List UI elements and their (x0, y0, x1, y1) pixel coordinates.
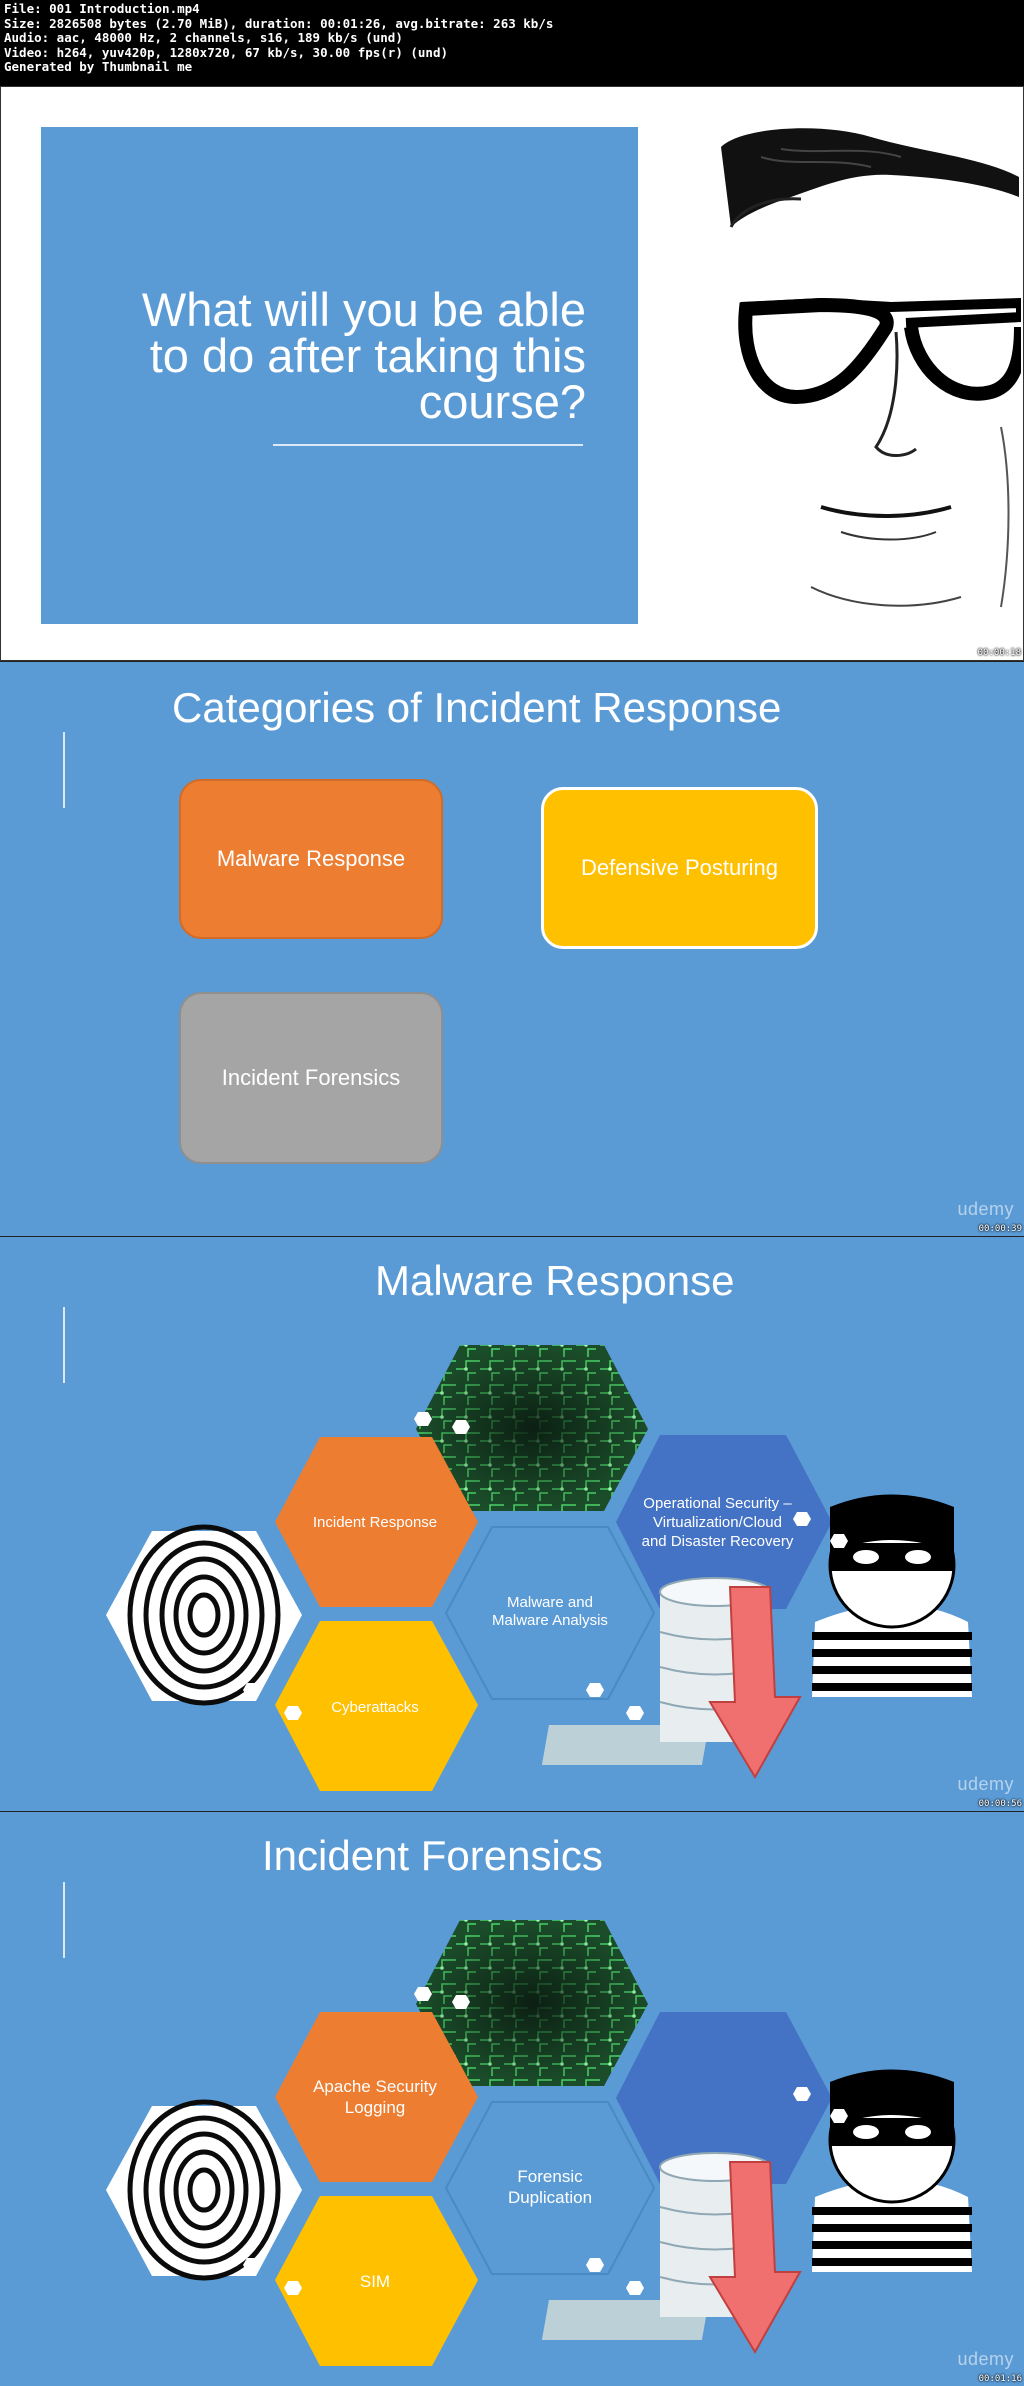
hex-label-malware-analysis: Malware and Malware Analysis (492, 1594, 608, 1629)
malware-analysis-hexagon (444, 1526, 656, 1700)
robber-icon (812, 1494, 972, 1697)
fingerprint-hexagon (106, 1524, 302, 1706)
hex-label-sim: SIM (359, 2272, 391, 2291)
left-accent-bar (63, 732, 65, 808)
apache-logging-hexagon (275, 2012, 478, 2182)
udemy-watermark: udemy (957, 1774, 1014, 1794)
empty-blue-hexagon (616, 2012, 832, 2184)
database-icon (541, 1577, 802, 1779)
fingerprint-hexagon (106, 2099, 302, 2281)
opsec-hexagon (616, 1435, 832, 1609)
file-info-header: File: 001 Introduction.mp4 Size: 2826508… (0, 0, 1024, 86)
slide-categories: Categories of Incident Response Malware … (0, 661, 1024, 1236)
sim-hexagon (275, 2196, 478, 2366)
slide-incident-forensics: Incident Forensics Apache Security Loggi… (0, 1811, 1024, 2386)
left-accent-bar (63, 1307, 65, 1383)
cyberattacks-hexagon (275, 1621, 478, 1791)
robber-icon (812, 2069, 972, 2272)
slide-intro: What will you be able to do after taking… (0, 86, 1024, 661)
udemy-watermark: udemy (957, 2349, 1014, 2369)
hex-label-forensic-duplication: Forensic Duplication (507, 2167, 593, 2207)
title-box: What will you be able to do after taking… (41, 127, 638, 624)
defensive-posturing-box: Defensive Posturing (541, 787, 818, 949)
generator-info: Generated by Thumbnail me (4, 59, 193, 75)
slide-title: Incident Forensics (262, 1832, 603, 1879)
audio-info: Audio: aac, 48000 Hz, 2 channels, s16, 1… (4, 30, 403, 46)
left-accent-bar (63, 1882, 65, 1958)
timestamp: 00:00:56 (978, 1799, 1022, 1809)
connector-dots (243, 1987, 848, 2295)
file-size: Size: 2826508 bytes (2.70 MiB), duration… (4, 15, 554, 31)
timestamp: 00:00:18 (977, 648, 1021, 658)
malware-response-box: Malware Response (179, 779, 443, 939)
slide-title: Malware Response (375, 1257, 735, 1304)
slide-title: Categories of Incident Response (172, 684, 782, 731)
udemy-watermark: udemy (957, 1199, 1014, 1219)
hexagon-diagram (106, 1345, 972, 1791)
title-underline (273, 444, 583, 446)
incident-forensics-box: Incident Forensics (179, 992, 443, 1164)
forensic-duplication-hexagon (444, 2101, 656, 2275)
timestamp: 00:00:39 (978, 1224, 1022, 1234)
circuit-hexagon (416, 1345, 648, 1511)
hex-label-opsec: Operational Security – Virtualization/Cl… (641, 1494, 794, 1550)
intro-title: What will you be able to do after taking… (141, 283, 586, 428)
hex-label-cyberattacks: Cyberattacks (331, 1698, 419, 1716)
video-info: Video: h264, yuv420p, 1280x720, 67 kb/s,… (4, 44, 449, 60)
file-name: File: 001 Introduction.mp4 (4, 1, 200, 16)
hex-label-incident-response: Incident Response (312, 1513, 438, 1531)
hex-label-apache-logging: Apache Security Logging (313, 2077, 437, 2117)
connector-dots (243, 1412, 848, 1720)
database-icon (541, 2152, 802, 2354)
hexagon-diagram (106, 1920, 972, 2366)
timestamp: 00:01:16 (978, 2374, 1022, 2384)
slide-malware-response: Malware Response Incident Response Opera… (0, 1236, 1024, 1811)
circuit-hexagon (416, 1920, 648, 2086)
incident-response-hexagon (275, 1437, 478, 1607)
glasses-face-image (721, 128, 1021, 608)
